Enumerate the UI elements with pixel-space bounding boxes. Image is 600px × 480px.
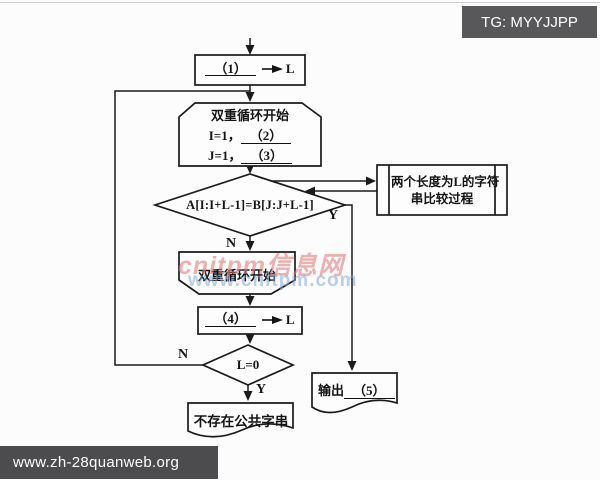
not-found-label: 不存在公共字串	[193, 414, 289, 429]
arrowhead-into-notfound	[243, 391, 253, 401]
arrowhead-into-hex2	[245, 241, 255, 251]
output-document-shape	[311, 372, 398, 414]
footer-url-bar: www.zh-28quanweb.org	[0, 446, 218, 479]
output-prefix: 输出	[318, 383, 345, 398]
assign-l-blank: （1）	[205, 62, 256, 77]
top-hairline	[0, 2, 600, 3]
zero-decision-shape	[200, 344, 296, 386]
arrowhead-into-box2	[245, 296, 255, 306]
assign-l-box: （1） L	[195, 55, 305, 83]
outer-loop-j-row: J=1，（3）	[208, 146, 292, 166]
outer-loop-j-blank: （3）	[241, 149, 292, 164]
output-box: 输出（5）	[318, 380, 395, 399]
subprocess-line1: 两个长度为L的字符	[391, 175, 500, 189]
decrement-target: L	[285, 311, 295, 327]
loop-end-shape	[178, 251, 296, 295]
compare-condition: A[I:I+L-1]=B[J:J+L-1]	[186, 198, 314, 212]
assign-arrow-icon	[261, 65, 283, 73]
output-blank: （5）	[344, 384, 395, 399]
decrement-arrow-icon	[261, 315, 283, 324]
decrement-blank: （4）	[205, 312, 256, 327]
decrement-box: （4） L	[198, 307, 302, 332]
tg-tag-badge: TG: MYYJJPP	[462, 6, 597, 38]
zero-condition: L=0	[236, 357, 260, 372]
outer-loop-box: 双重循环开始 I=1，（2） J=1，（3）	[179, 106, 321, 166]
zero-yes-label: Y	[256, 382, 267, 397]
arrowhead-into-diamond2	[245, 334, 255, 344]
subprocess-line2: 串比较过程	[410, 192, 474, 206]
connector-loopback	[114, 90, 250, 366]
outer-loop-start-shape	[178, 102, 322, 167]
outer-loop-i-row: I=1，（2）	[208, 126, 292, 146]
zero-no-label: N	[178, 347, 189, 362]
assign-l-box-shape	[194, 54, 306, 86]
connector-yes-output	[345, 204, 353, 367]
outer-loop-title: 双重循环开始	[210, 108, 289, 123]
subprocess-box: 两个长度为L的字符 串比较过程	[391, 174, 500, 208]
not-found-document-shape	[187, 402, 294, 438]
arrowhead-into-output	[347, 361, 357, 371]
decrement-box-shape	[197, 306, 303, 335]
assign-l-target: L	[285, 61, 295, 76]
compare-decision-shape	[152, 173, 348, 237]
arrowhead-into-box1	[245, 45, 255, 55]
arrowhead-into-hex1	[245, 92, 255, 102]
compare-no-label: N	[226, 236, 237, 251]
loop-end-title: 双重循环开始	[197, 268, 277, 283]
compare-yes-label: Y	[328, 208, 339, 223]
outer-loop-j-prefix: J=1，	[208, 148, 242, 163]
arrowhead-into-subprocess	[366, 176, 376, 186]
outer-loop-i-blank: （2）	[240, 129, 292, 144]
subprocess-box-shape	[376, 164, 508, 216]
outer-loop-i-prefix: I=1，	[208, 128, 241, 143]
arrowhead-into-diamond1-right	[305, 186, 315, 196]
